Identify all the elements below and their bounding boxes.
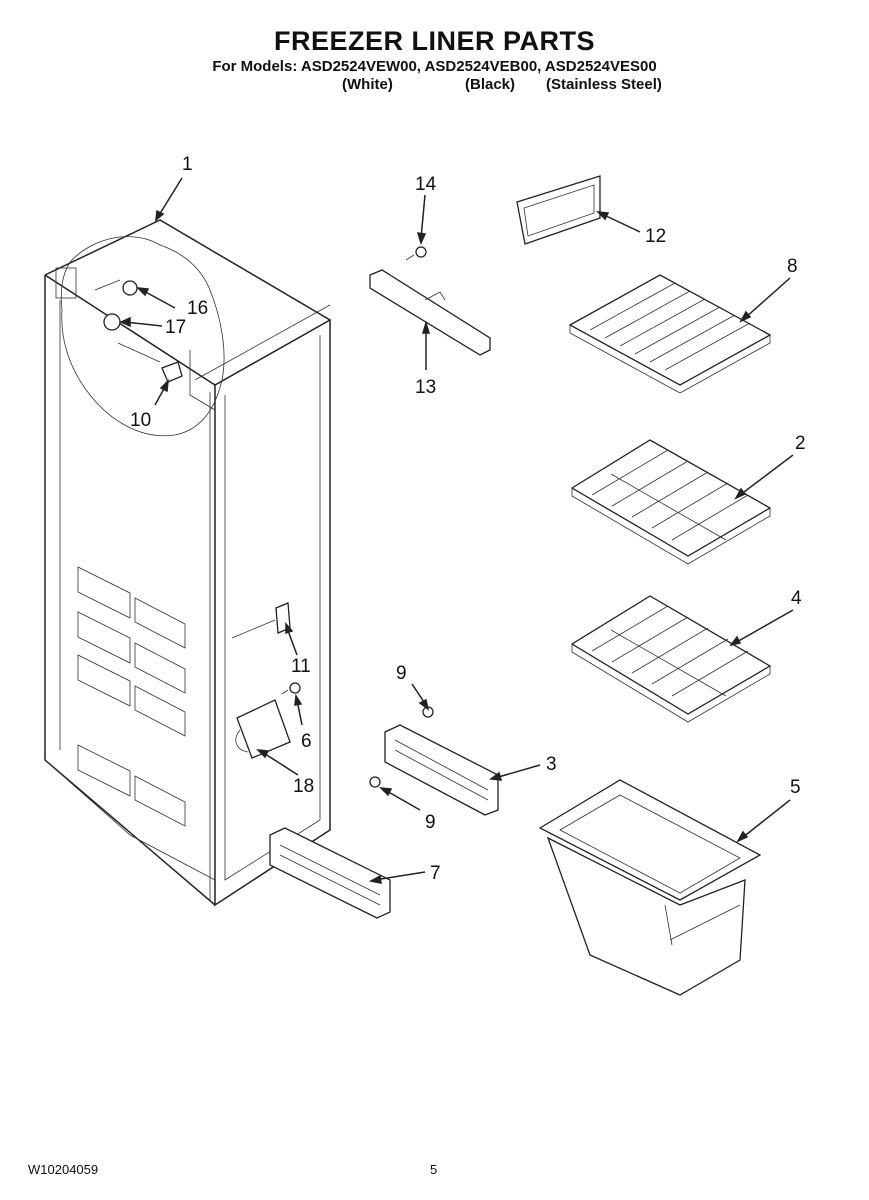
shelf-4-drawing: [570, 595, 772, 723]
callout-11: 11: [291, 656, 311, 677]
models-line: For Models: ASD2524VEW00, ASD2524VEB00, …: [212, 58, 657, 75]
bracket-3-drawing: [384, 706, 499, 816]
callout-13: 13: [415, 377, 436, 398]
callout-18: 18: [293, 776, 314, 797]
clip-11-drawing: [231, 602, 291, 639]
callout-9-top: 9: [396, 663, 407, 684]
rail-13-drawing: [369, 246, 491, 356]
callout-10: 10: [130, 410, 151, 431]
callout-12: 12: [645, 226, 666, 247]
callout-5: 5: [790, 777, 801, 798]
callout-9-bottom: 9: [425, 812, 436, 833]
shelf-2-drawing: [570, 439, 772, 565]
callout-2: 2: [795, 433, 806, 454]
callout-6: 6: [301, 731, 312, 752]
frame-12-drawing: [516, 175, 601, 245]
leader-lines: [119, 177, 794, 884]
callout-4: 4: [791, 588, 802, 609]
screw-6-drawing: [281, 682, 301, 695]
callout-3: 3: [546, 754, 557, 775]
callout-8: 8: [787, 256, 798, 277]
shelf-8-drawing: [568, 274, 772, 394]
bracket-7-drawing: [269, 776, 391, 919]
page-number: 5: [430, 1162, 438, 1177]
callout-labels: 1 16 17 10 11 6 18 14 13 12 8 2 4 9 3 9 …: [130, 154, 806, 884]
freezer-liner-drawing: [44, 219, 332, 907]
callout-17: 17: [165, 317, 186, 338]
callout-14: 14: [415, 174, 437, 195]
callout-1: 1: [182, 154, 193, 175]
callout-16: 16: [187, 298, 208, 319]
variant-black-label: (Black): [465, 76, 516, 93]
callout-7: 7: [430, 863, 441, 884]
bin-5-drawing: [538, 779, 762, 996]
variant-white-label: (White): [342, 76, 393, 93]
page-title: FREEZER LINER PARTS: [273, 26, 595, 56]
variant-stainless-label: (Stainless Steel): [546, 76, 662, 93]
cover-18-drawing: [235, 699, 291, 759]
document-number: W10204059: [28, 1162, 99, 1177]
